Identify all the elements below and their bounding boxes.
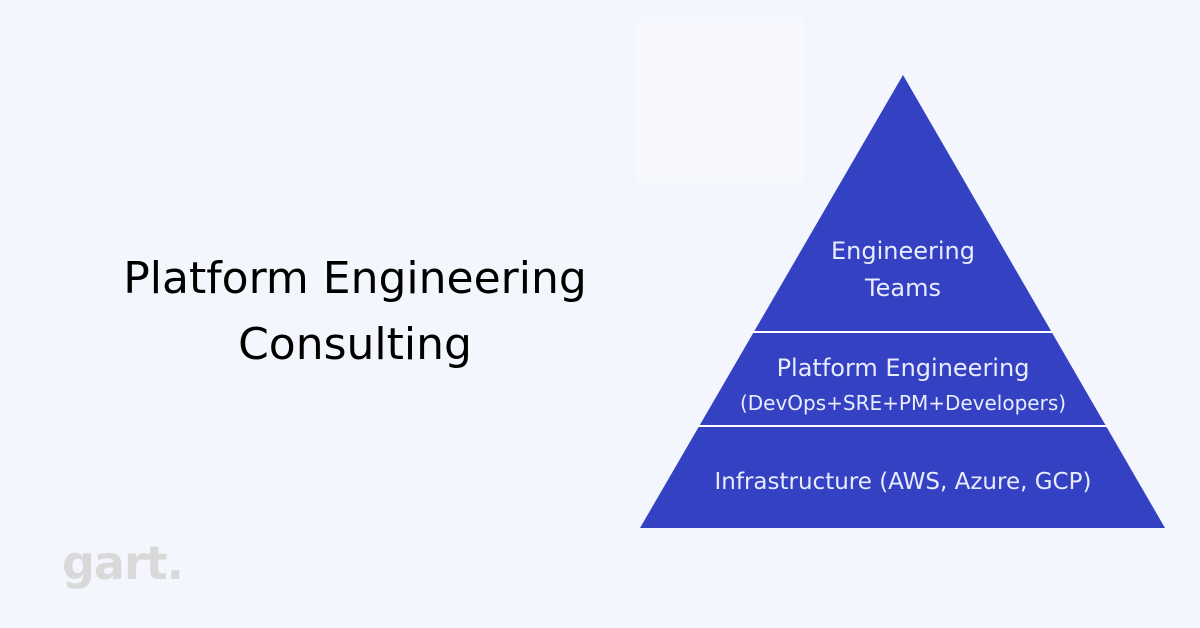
title-line-2: Consulting — [238, 319, 472, 370]
tier-middle-line-1: Platform Engineering — [777, 354, 1030, 382]
logo-text: gart. — [62, 536, 183, 590]
tier-middle-line-2: (DevOps+SRE+PM+Developers) — [740, 391, 1066, 415]
background-panel — [636, 18, 804, 183]
gart-logo: gart. — [62, 536, 184, 590]
title-line-1: Platform Engineering — [123, 253, 587, 304]
tier-top-line-1: Engineering — [831, 237, 975, 265]
page-title: Platform Engineering Consulting — [60, 246, 650, 378]
tier-top-line-2: Teams — [864, 274, 941, 302]
pyramid-shape — [640, 75, 1165, 528]
tier-bottom-line-1: Infrastructure (AWS, Azure, GCP) — [715, 469, 1092, 495]
